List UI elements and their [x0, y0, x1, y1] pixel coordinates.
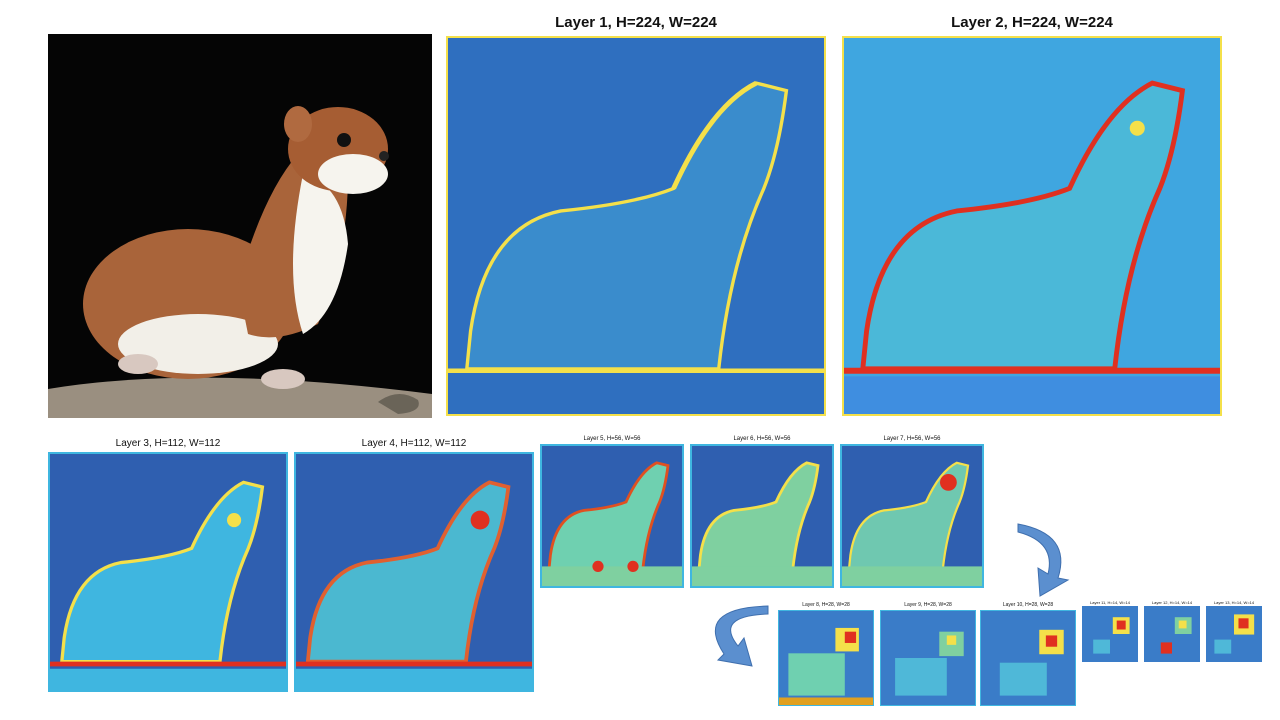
layer-9-caption: Layer 9, H=28, W=28	[904, 602, 952, 608]
layer-11-caption: Layer 11, H=14, W=14	[1090, 600, 1130, 605]
layer-2-heatmap	[842, 36, 1222, 416]
layer-11-heatmap	[1082, 606, 1138, 662]
layer-1-heatmap	[446, 36, 826, 416]
layer-4-caption: Layer 4, H=112, W=112	[361, 438, 467, 449]
layer-2-caption: Layer 2, H=224, W=224	[951, 14, 1113, 31]
curved-arrow-right-icon	[714, 605, 769, 667]
source-photo	[48, 34, 432, 418]
layer-7-heatmap	[840, 444, 984, 588]
layer-13-caption: Layer 13, H=14, W=14	[1213, 600, 1255, 605]
layer-12-heatmap	[1144, 606, 1200, 662]
layer-6-heatmap	[690, 444, 834, 588]
layer-9-heatmap	[880, 610, 976, 706]
stoat-photo-icon	[48, 34, 432, 418]
layer-4-heatmap	[294, 452, 534, 692]
layer-3-heatmap	[48, 452, 288, 692]
layer-10-heatmap	[980, 610, 1076, 706]
layer-7-caption: Layer 7, H=56, W=56	[883, 436, 941, 442]
layer-8-heatmap	[778, 610, 874, 706]
layer-6-caption: Layer 6, H=56, W=56	[733, 436, 791, 442]
layer-5-heatmap	[540, 444, 684, 588]
layer-13-heatmap	[1206, 606, 1262, 662]
layer-10-caption: Layer 10, H=28, W=28	[1002, 602, 1054, 608]
layer-1-caption: Layer 1, H=224, W=224	[555, 14, 717, 31]
curved-arrow-down-icon	[1017, 523, 1070, 597]
layer-8-caption: Layer 8, H=28, W=28	[802, 602, 850, 608]
layer-5-caption: Layer 5, H=56, W=56	[583, 436, 641, 442]
layer-3-caption: Layer 3, H=112, W=112	[115, 438, 221, 449]
layer-12-caption: Layer 12, H=14, W=14	[1151, 600, 1193, 605]
